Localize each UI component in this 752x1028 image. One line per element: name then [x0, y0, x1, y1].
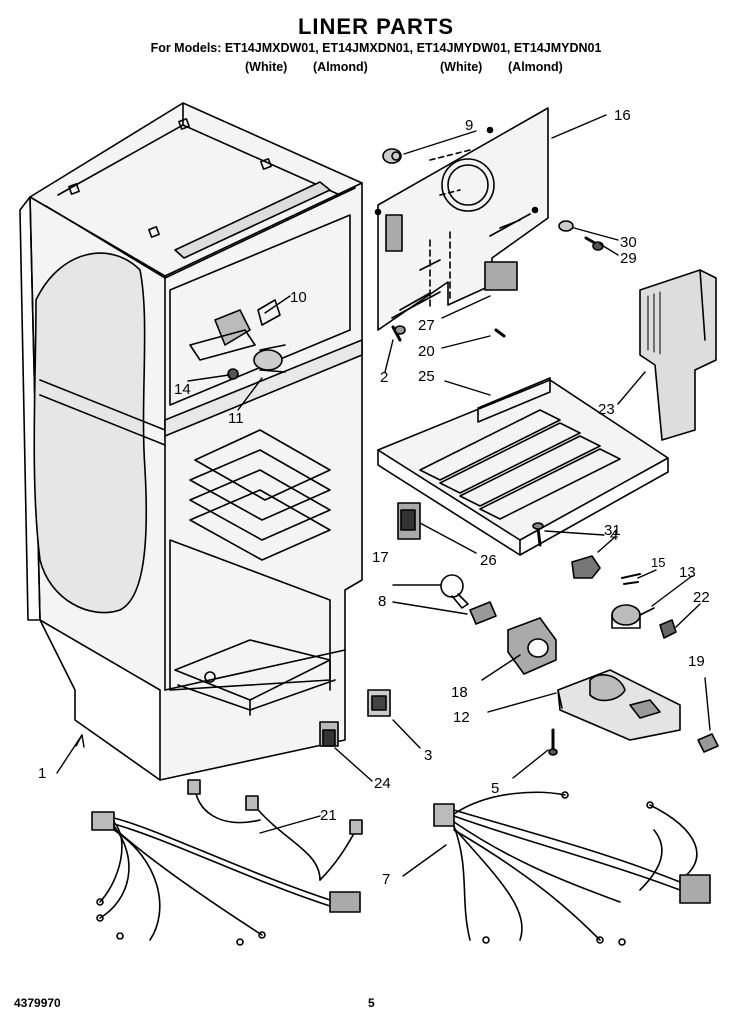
part-label-13: 13 [679, 564, 696, 581]
temperature-control [611, 604, 655, 629]
fan-motor-assembly [189, 299, 286, 380]
light-socket [469, 601, 497, 625]
part-label-31: 31 [604, 522, 621, 539]
part-label-8: 8 [378, 593, 386, 610]
part-label-10: 10 [290, 289, 307, 306]
part-label-27: 27 [418, 317, 435, 334]
air-duct-cover [639, 269, 717, 441]
page-number: 5 [368, 996, 375, 1010]
variant-label: (White) [440, 60, 483, 74]
screw [536, 526, 542, 547]
part-label-4: 4 [610, 527, 618, 544]
part-label-9: 9 [465, 117, 473, 134]
part-label-14: 14 [174, 381, 191, 398]
part-label-18: 18 [451, 684, 468, 701]
control-knob-housing [507, 617, 557, 675]
diagram-title: LINER PARTS [297, 14, 455, 39]
part-label-25: 25 [418, 368, 435, 385]
wire-harness-right [433, 791, 711, 946]
part-label-12: 12 [453, 709, 470, 726]
leader-lines [56, 114, 711, 877]
part-label-1: 1 [38, 765, 46, 782]
light-socket-housing [397, 502, 421, 540]
grommet [382, 148, 402, 164]
part-label-11: 11 [228, 410, 244, 427]
variant-label: (Almond) [313, 60, 368, 74]
wire-connector [697, 733, 719, 753]
part-label-21: 21 [320, 807, 337, 824]
variant-label: (White) [245, 60, 288, 74]
damper-knob [571, 555, 601, 579]
part-label-23: 23 [598, 401, 615, 418]
part-labels: 1 2 3 4 5 7 8 9 10 11 12 13 14 15 16 17 … [38, 107, 710, 888]
light-switch [319, 721, 339, 747]
models-line: For Models: ET14JMXDW01, ET14JMXDN01, ET… [150, 41, 602, 55]
part-label-2: 2 [380, 369, 388, 386]
part-label-17: 17 [372, 549, 389, 566]
part-label-24: 24 [374, 775, 391, 792]
wire-clip [621, 573, 641, 585]
part-label-7: 7 [382, 871, 390, 888]
evaporator-cover [374, 107, 549, 331]
part-label-19: 19 [688, 653, 705, 670]
switch [367, 689, 391, 717]
part-label-3: 3 [424, 747, 432, 764]
screw [494, 328, 506, 338]
part-label-15: 15 [651, 555, 665, 570]
part-label-16: 16 [614, 107, 631, 124]
part-label-5: 5 [491, 780, 499, 797]
part-label-22: 22 [693, 589, 710, 606]
part-label-30: 30 [620, 234, 637, 251]
clip [394, 325, 406, 335]
evaporator-shelf [377, 377, 669, 556]
part-label-20: 20 [418, 343, 435, 360]
wire-harness-left [91, 779, 363, 946]
knob [659, 619, 677, 639]
document-number: 4379970 [14, 996, 61, 1010]
screw-and-nut [558, 220, 604, 251]
cabinet-liner [19, 102, 363, 781]
part-label-26: 26 [480, 552, 497, 569]
part-label-29: 29 [620, 250, 637, 267]
control-housing [557, 669, 681, 741]
variant-label: (Almond) [508, 60, 563, 74]
